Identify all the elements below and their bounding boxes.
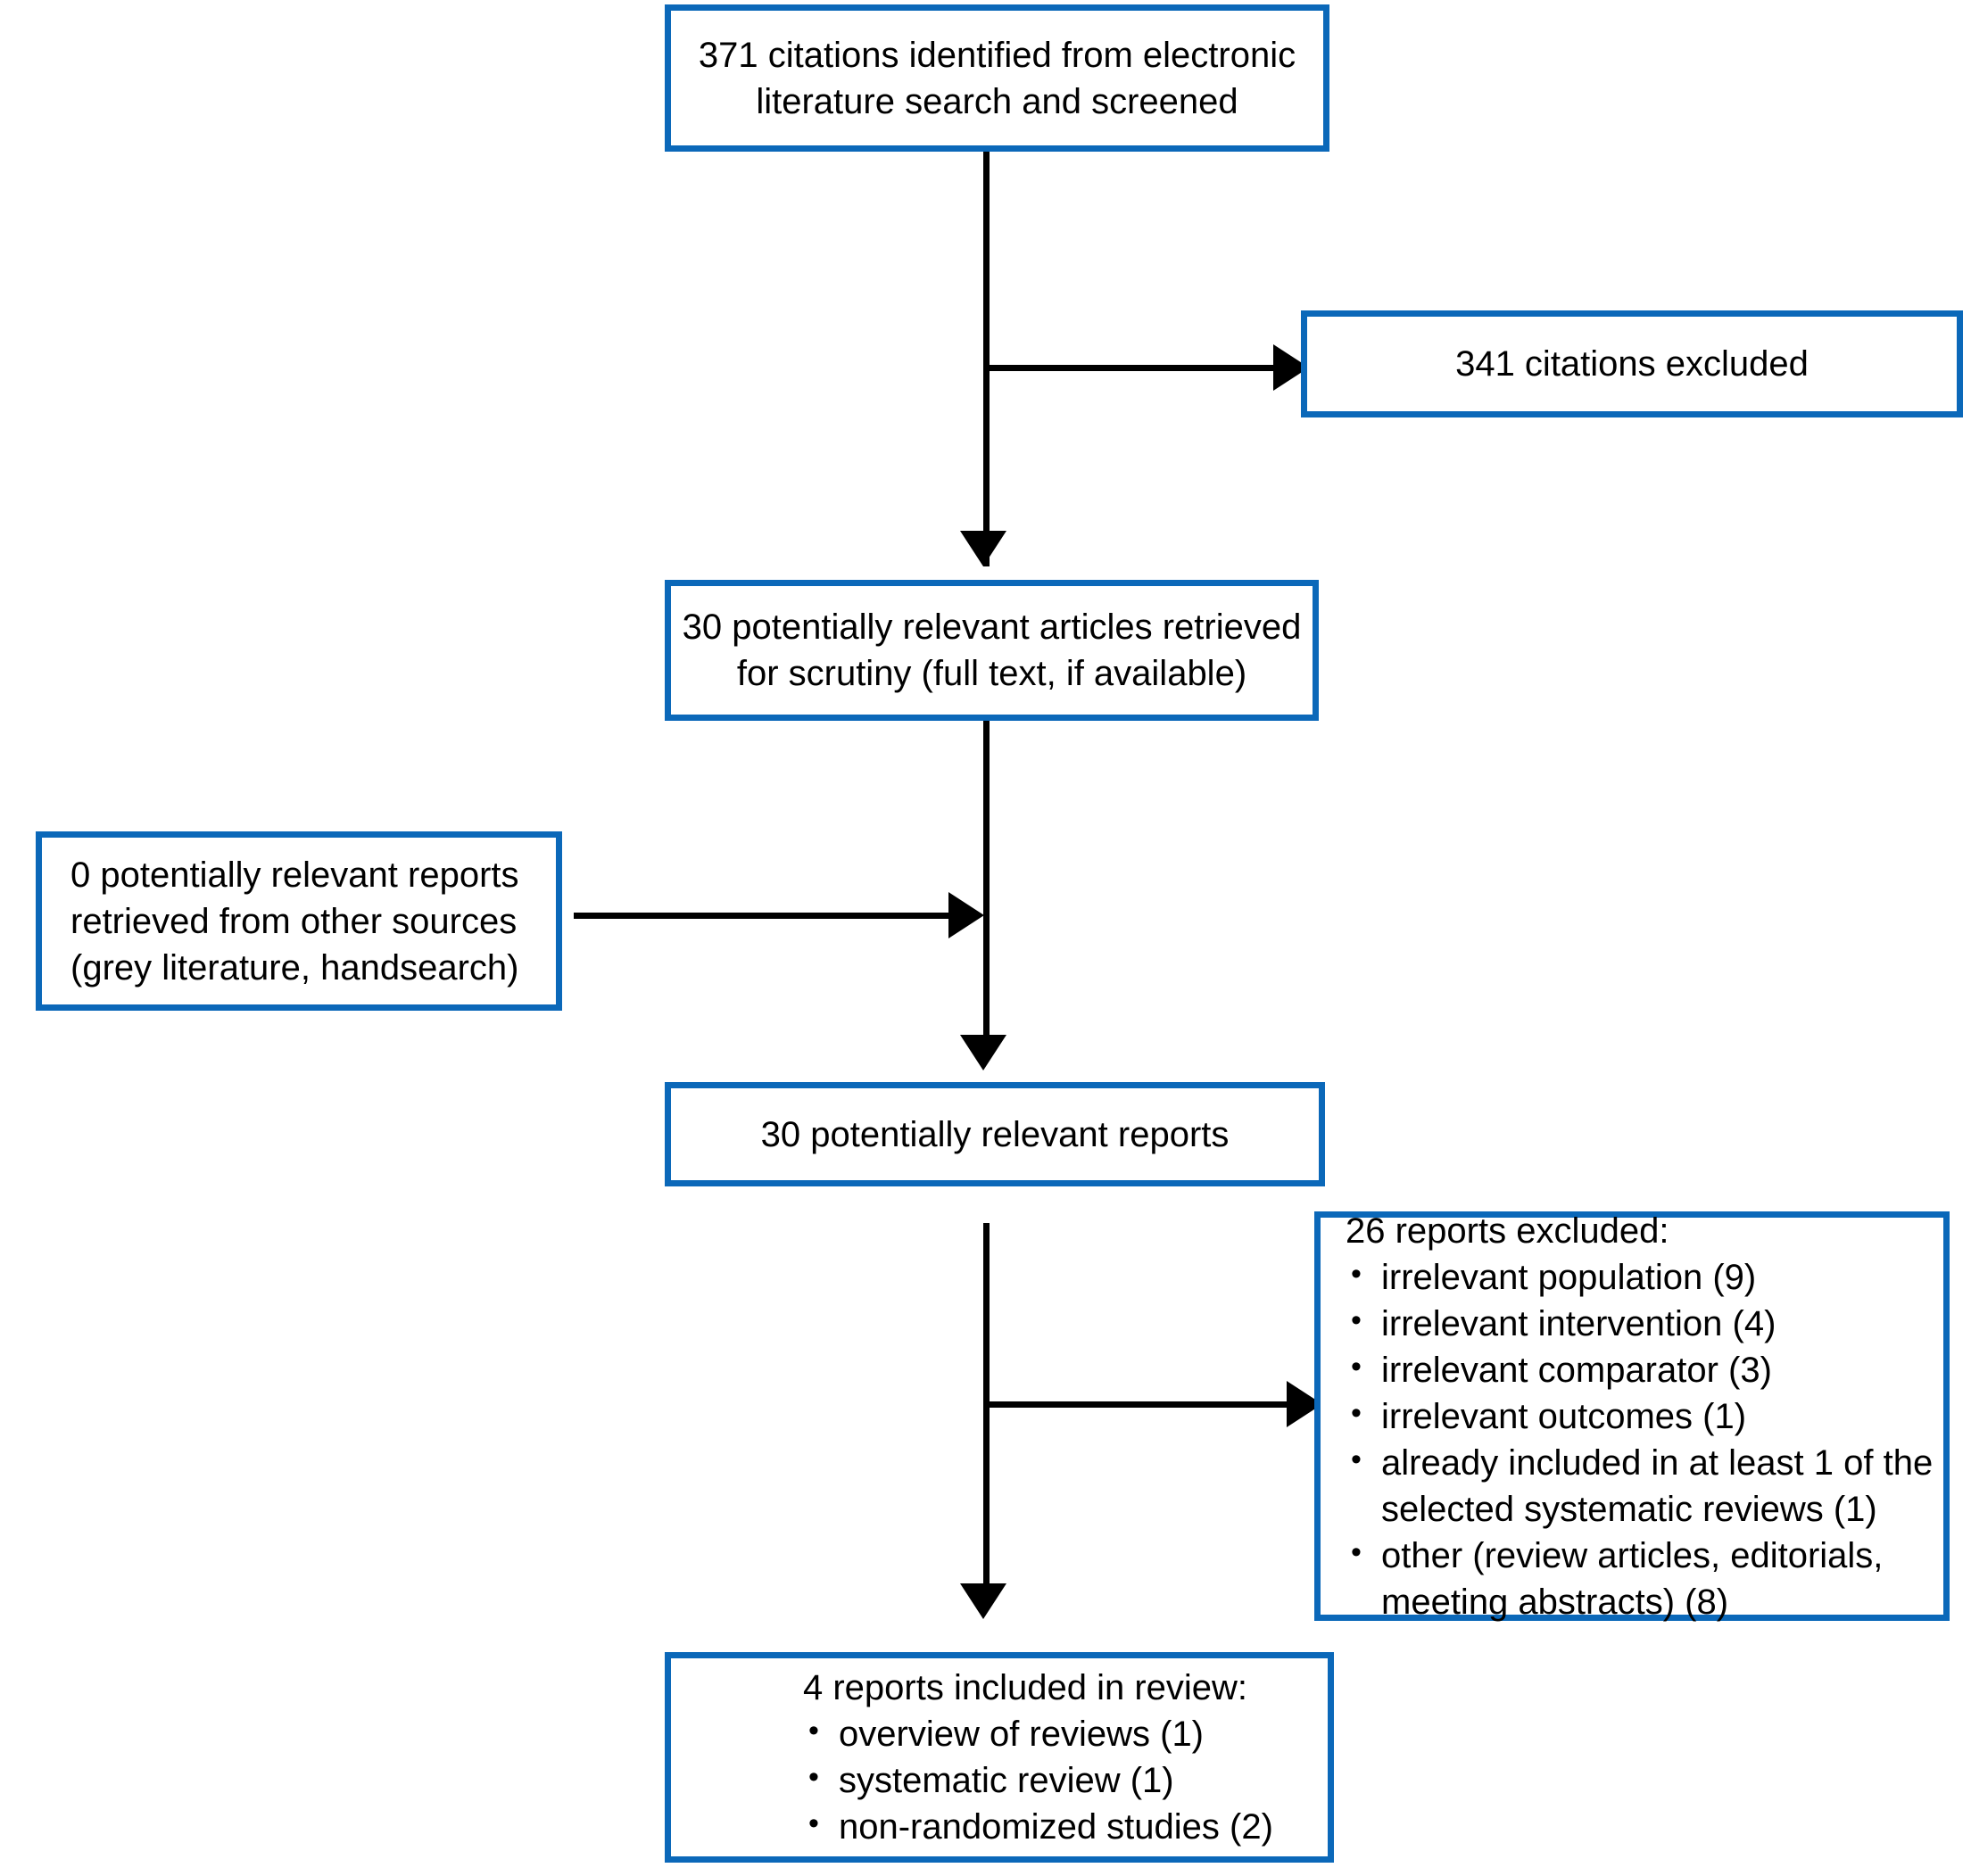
list-item: overview of reviews (1) [803, 1711, 1273, 1757]
arrowhead-down-to-included [960, 1583, 1006, 1619]
list-item: irrelevant intervention (4) [1346, 1301, 1943, 1347]
node-citations-identified-label: 371 citations identified from electronic… [698, 35, 1296, 121]
connector-to-reports-excluded [983, 1401, 1291, 1408]
node-relevant-reports: 30 potentially relevant reports [665, 1082, 1325, 1186]
arrowhead-down-to-relevant-reports [960, 1035, 1006, 1070]
connector-reports-to-included [983, 1223, 990, 1598]
node-reports-excluded: 26 reports excluded: irrelevant populati… [1314, 1211, 1950, 1622]
node-relevant-reports-label: 30 potentially relevant reports [760, 1114, 1230, 1154]
reports-included-content: 4 reports included in review: overview o… [803, 1665, 1273, 1850]
reports-excluded-content: 26 reports excluded: irrelevant populati… [1346, 1208, 1943, 1625]
node-citations-identified: 371 citations identified from electronic… [665, 4, 1329, 152]
connector-scrutiny-to-reports [983, 721, 990, 1049]
node-other-sources: 0 potentially relevant reports retrieved… [36, 831, 562, 1011]
connector-identified-to-scrutiny [983, 152, 990, 566]
list-item: already included in at least 1 of the se… [1346, 1440, 1943, 1533]
reports-included-heading: 4 reports included in review: [803, 1668, 1248, 1707]
node-citations-excluded: 341 citations excluded [1301, 310, 1963, 417]
reports-included-list: overview of reviews (1) systematic revie… [803, 1711, 1273, 1850]
connector-other-sources-to-spine [574, 913, 953, 919]
node-citations-excluded-label: 341 citations excluded [1455, 344, 1809, 384]
list-item: irrelevant population (9) [1346, 1254, 1943, 1301]
arrowhead-down-to-scrutiny [960, 531, 1006, 566]
list-item: other (review articles, editorials, meet… [1346, 1533, 1943, 1625]
arrowhead-right-into-spine [948, 892, 984, 938]
reports-excluded-heading: 26 reports excluded: [1346, 1211, 1669, 1251]
list-item: irrelevant outcomes (1) [1346, 1393, 1943, 1440]
node-articles-retrieved-label: 30 potentially relevant articles retriev… [682, 607, 1302, 693]
node-articles-retrieved: 30 potentially relevant articles retriev… [665, 580, 1319, 721]
node-reports-included: 4 reports included in review: overview o… [665, 1652, 1334, 1863]
list-item: systematic review (1) [803, 1757, 1273, 1804]
reports-excluded-list: irrelevant population (9) irrelevant int… [1346, 1254, 1943, 1625]
list-item: irrelevant comparator (3) [1346, 1347, 1943, 1393]
connector-to-citations-excluded [983, 365, 1278, 371]
list-item: non-randomized studies (2) [803, 1804, 1273, 1850]
node-other-sources-label: 0 potentially relevant reports retrieved… [70, 855, 519, 988]
